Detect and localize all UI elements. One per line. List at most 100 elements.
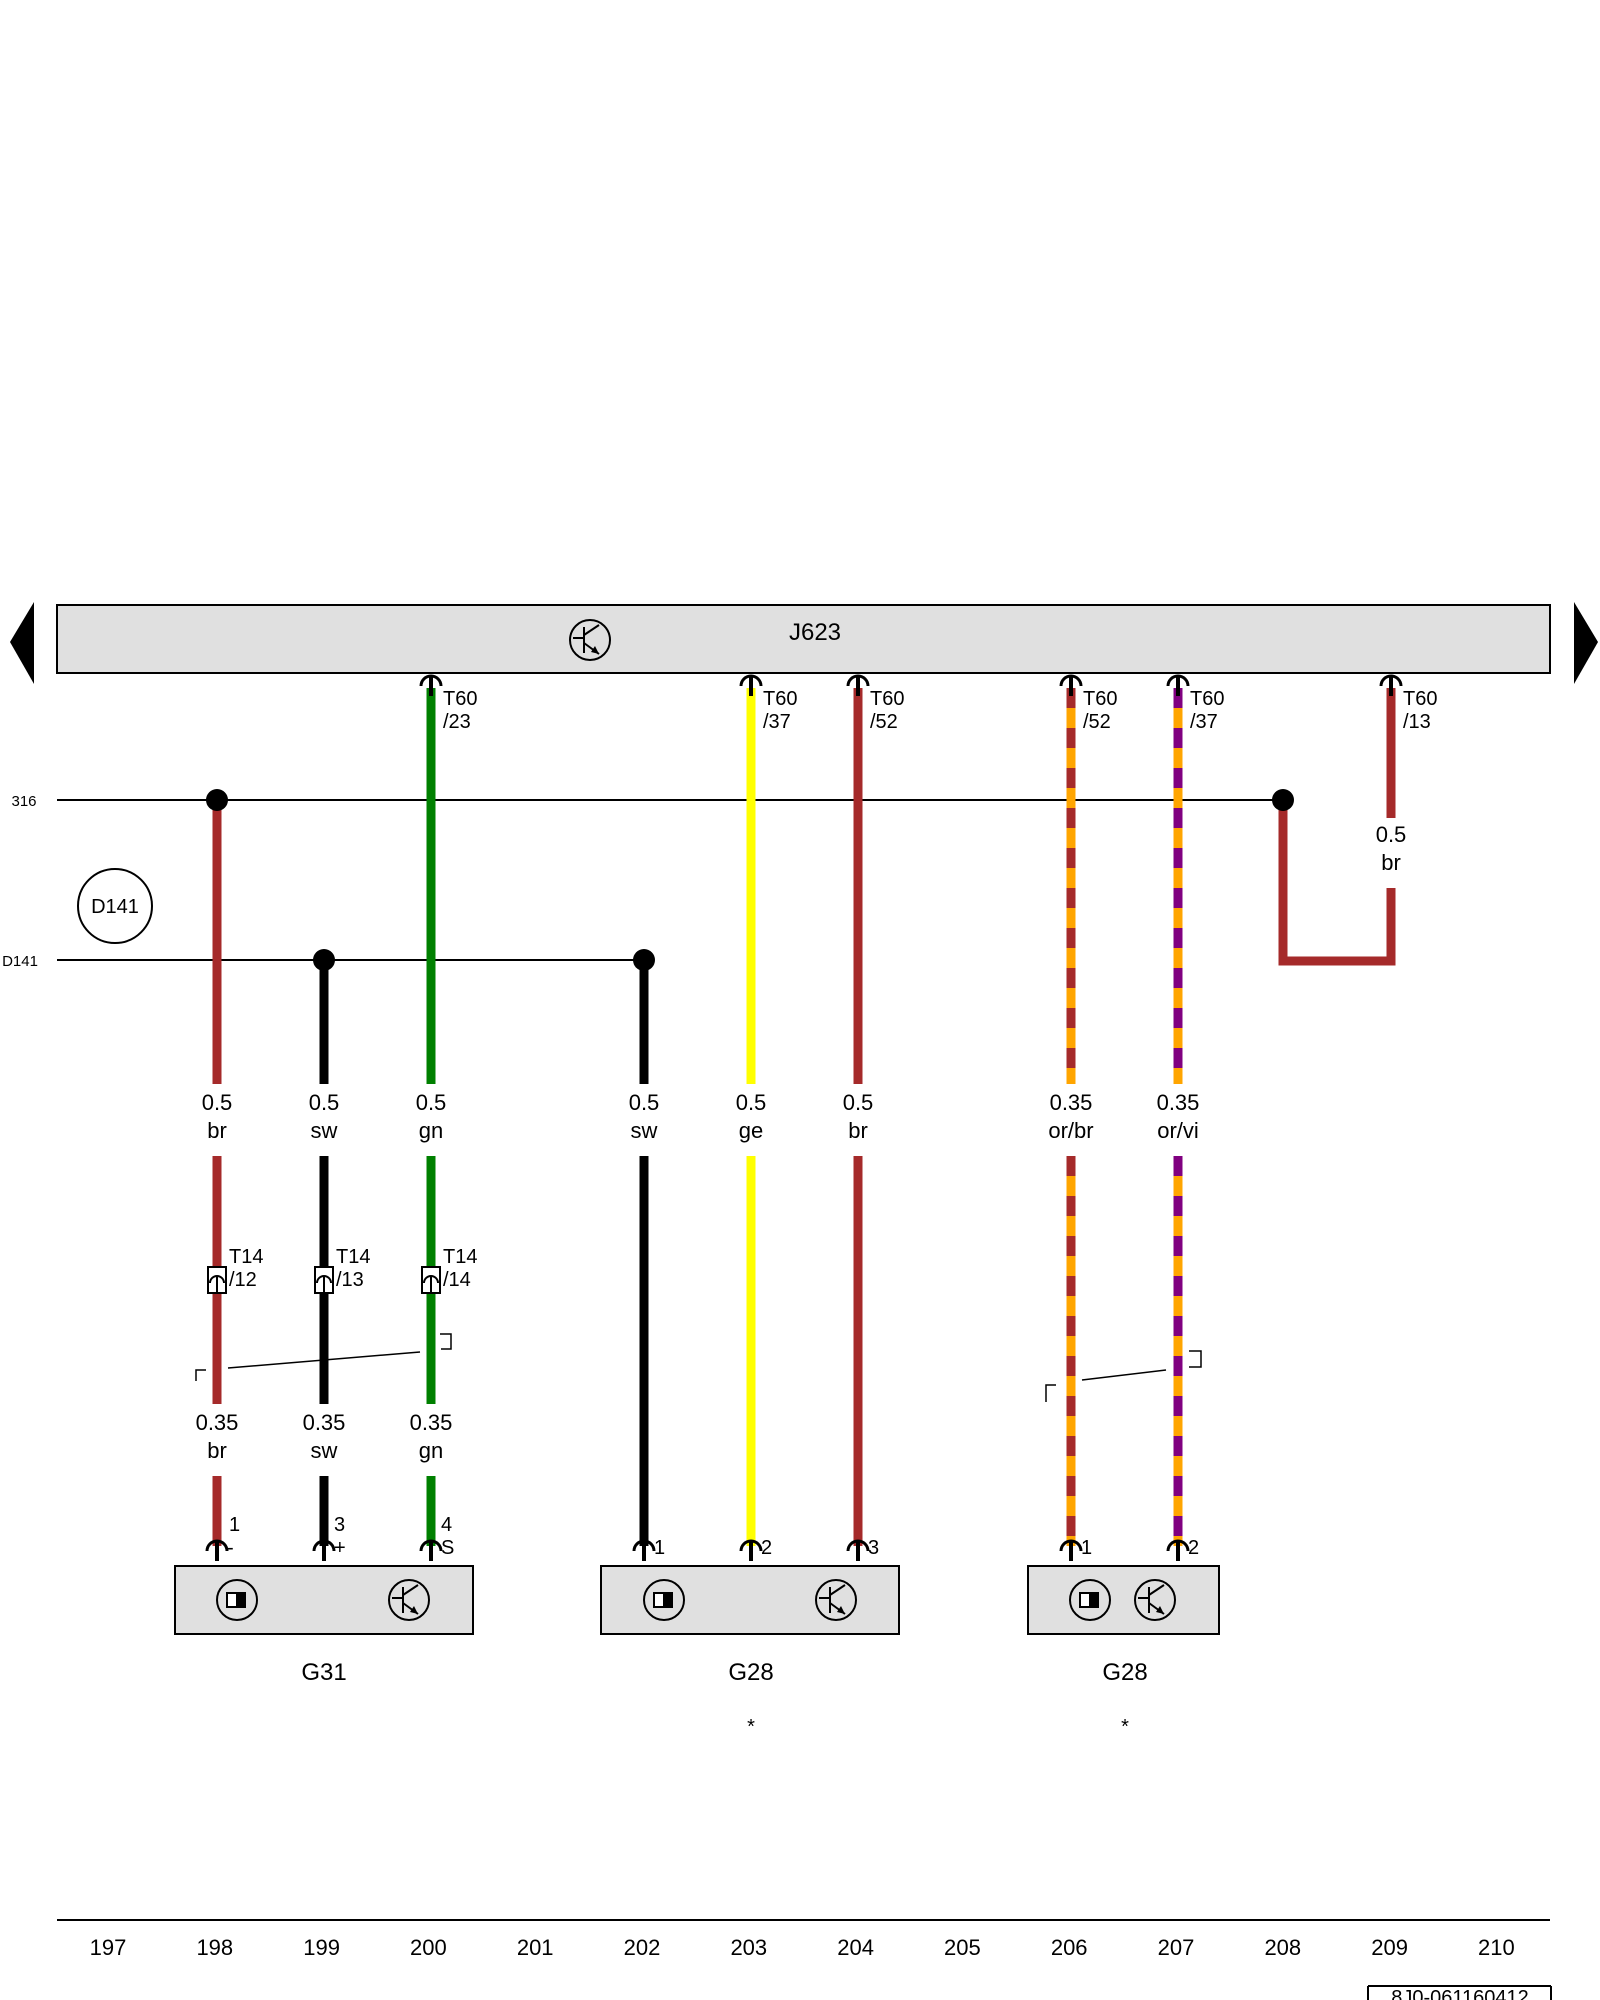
bus-316-label: 316 [11,793,36,810]
component-g28-b-box [1027,1565,1220,1635]
transistor-icon [815,1579,857,1621]
component-pin-fork-icon [205,1539,229,1563]
j623-transistor-icon [569,619,611,661]
t14-label: T14 [443,1246,477,1268]
component-pin-fork-icon [1059,1539,1083,1563]
ecu-pin-label: /52 [870,711,898,733]
track-number: 199 [303,1935,340,1960]
component-name: G28 [728,1659,773,1686]
wire-color-label: br [207,1118,227,1143]
track-number: 201 [517,1935,554,1960]
wire-color-label: ge [739,1118,763,1143]
track-number: 208 [1264,1935,1301,1960]
wire-color-label: gn [419,1118,443,1143]
ecu-pin-label: T60 [763,688,797,710]
wire-size-label: 0.35 [1050,1090,1093,1115]
component-note: * [747,1716,755,1738]
wire-size-label: 0.5 [1376,822,1407,847]
wire-color-label: or/vi [1157,1118,1199,1143]
component-pin-number: 2 [761,1537,772,1559]
bus-d141-label: D141 [2,953,38,970]
page-left-arrow-icon[interactable] [10,602,34,684]
wire-color-label: or/br [1048,1118,1093,1143]
track-number: 202 [624,1935,661,1960]
track-number: 209 [1371,1935,1408,1960]
component-pin-number: 1 [229,1514,240,1536]
ecu-pin-fork-icon [846,674,870,698]
component-pin-sign: - [227,1537,234,1559]
track-number: 197 [90,1935,127,1960]
ecu-pin-fork-icon [419,674,443,698]
track-number: 206 [1051,1935,1088,1960]
component-pin-number: 1 [654,1537,665,1559]
ecu-pin-label: T60 [443,688,477,710]
component-name: G31 [301,1659,346,1686]
wire-size-label: 0.35 [303,1410,346,1435]
wire-color-label: br [848,1118,868,1143]
component-pin-fork-icon [846,1539,870,1563]
ecu-pin-fork-icon [1379,674,1403,698]
d141-badge-text: D141 [91,896,139,918]
ecu-pin-label: /37 [1190,711,1218,733]
t14-connector-12 [207,1266,227,1294]
component-pin-fork-icon [739,1539,763,1563]
track-number: 203 [730,1935,767,1960]
ecu-pin-label: T60 [870,688,904,710]
track-number: 210 [1478,1935,1515,1960]
t14-label: T14 [229,1246,263,1268]
ecu-pin-label: /37 [763,711,791,733]
t14-label: /14 [443,1269,471,1291]
transistor-icon [388,1579,430,1621]
track-number: 207 [1158,1935,1195,1960]
t14-label: /12 [229,1269,257,1291]
junction-dot [633,949,655,971]
sensor-icon [1069,1579,1111,1621]
ecu-pin-label: /23 [443,711,471,733]
component-pin-sign: S [441,1537,454,1559]
component-pin-number: 3 [334,1514,345,1536]
j623-label: J623 [789,619,841,646]
component-pin-fork-icon [1166,1539,1190,1563]
doc-code: 8J0-061160412 [1391,1987,1529,2000]
wire-size-label: 0.5 [843,1090,874,1115]
wire-color-label: br [207,1438,227,1463]
wire-size-label: 0.5 [202,1090,233,1115]
component-pin-fork-icon [419,1539,443,1563]
wire-color-label: gn [419,1438,443,1463]
t14-connector-13 [314,1266,334,1294]
junction-dot [313,949,335,971]
page-right-arrow-icon[interactable] [1574,602,1598,684]
track-number: 205 [944,1935,981,1960]
ecu-pin-fork-icon [1166,674,1190,698]
ecu-pin-label: T60 [1083,688,1117,710]
wire-color-label: sw [311,1118,338,1143]
wire-size-label: 0.5 [629,1090,660,1115]
wire-color-label: sw [311,1438,338,1463]
component-pin-number: 4 [441,1514,452,1536]
wire-size-label: 0.5 [309,1090,340,1115]
component-pin-number: 1 [1081,1537,1092,1559]
ecu-pin-label: /52 [1083,711,1111,733]
component-pin-number: 3 [868,1537,879,1559]
t14-label: /13 [336,1269,364,1291]
track-number: 198 [196,1935,233,1960]
track-number: 200 [410,1935,447,1960]
wire-color-label: br [1381,850,1401,875]
junction-dot [206,789,228,811]
wire-color-label: sw [631,1118,658,1143]
j623-panel [56,604,1551,674]
junction-dot [1272,789,1294,811]
component-pin-sign: + [334,1537,346,1559]
shield-bracket-g31 [195,1333,452,1381]
ecu-pin-fork-icon [739,674,763,698]
sensor-icon [643,1579,685,1621]
ecu-pin-label: T60 [1403,688,1437,710]
ecu-pin-fork-icon [1059,674,1083,698]
d141-badge [77,868,153,944]
wire-209 [1278,688,1396,966]
wire-size-label: 0.35 [196,1410,239,1435]
sensor-icon [216,1579,258,1621]
wire-size-label: 0.5 [736,1090,767,1115]
